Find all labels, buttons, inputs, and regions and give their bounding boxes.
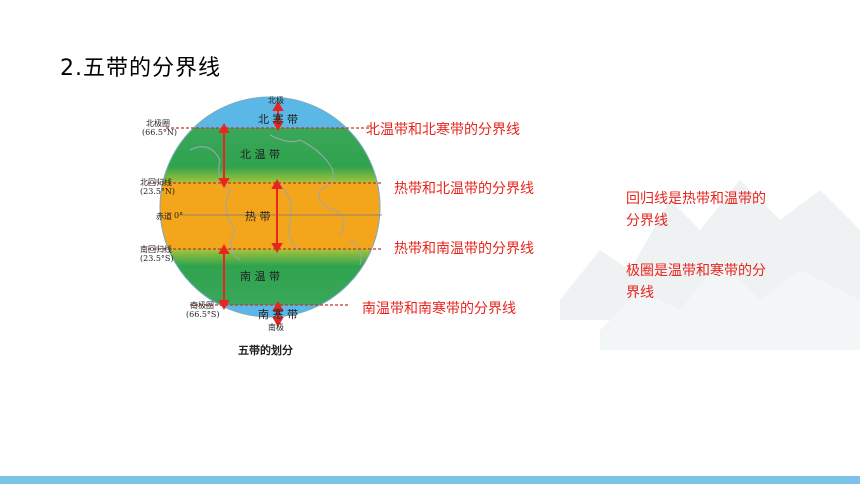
- south-temperate-zone-label: 南 温 带: [240, 270, 280, 283]
- tropical-band: [160, 183, 380, 249]
- antarctic-circle-label: 南极圈: [190, 301, 214, 310]
- north-pole-label: 北极: [268, 96, 284, 105]
- tropic-capricorn-label: 南回归线: [140, 245, 172, 254]
- five-zones-diagram: 北极 南极 北极圈 (66.5°N) 北回归线 (23.5°N) 赤道 0° 南…: [120, 90, 400, 360]
- label-south-temp-frigid: 南温带和南寒带的分界线: [362, 301, 516, 317]
- bottom-bar: [0, 476, 860, 484]
- label-north-temp-frigid: 北温带和北寒带的分界线: [366, 122, 520, 138]
- arctic-circle-label: 北极圈: [146, 119, 170, 128]
- tropical-zone-label: 热 带: [245, 210, 271, 223]
- north-temperate-band: [160, 128, 380, 183]
- note-polar-circle: 极圈是温带和寒带的分界线: [626, 263, 766, 301]
- label-tropic-north-temp: 热带和北温带的分界线: [394, 181, 534, 197]
- label-tropic-south-temp: 热带和南温带的分界线: [394, 241, 534, 257]
- south-frigid-zone-label: 南 寒 带: [258, 308, 298, 321]
- note-tropic-line: 回归线是热带和温带的分界线: [626, 191, 766, 229]
- equator-label: 赤道: [156, 212, 172, 221]
- north-frigid-zone-label: 北 寒 带: [258, 113, 298, 126]
- tropic-cancer-deg: (23.5°N): [140, 187, 176, 196]
- tropic-cancer-label: 北回归线: [140, 178, 172, 187]
- diagram-caption: 五带的划分: [238, 344, 293, 357]
- tropic-capricorn-deg: (23.5°S): [140, 254, 174, 263]
- south-pole-label: 南极: [268, 323, 284, 332]
- equator-deg: 0°: [174, 211, 184, 220]
- north-temperate-zone-label: 北 温 带: [240, 148, 280, 161]
- arctic-circle-deg: (66.5°N): [142, 128, 178, 137]
- globe-svg: [148, 96, 382, 328]
- red-arrows: [218, 100, 284, 328]
- slide-title: 2.五带的分界线: [60, 56, 221, 81]
- continent-outlines: [189, 134, 362, 266]
- antarctic-circle-deg: (66.5°S): [186, 310, 220, 319]
